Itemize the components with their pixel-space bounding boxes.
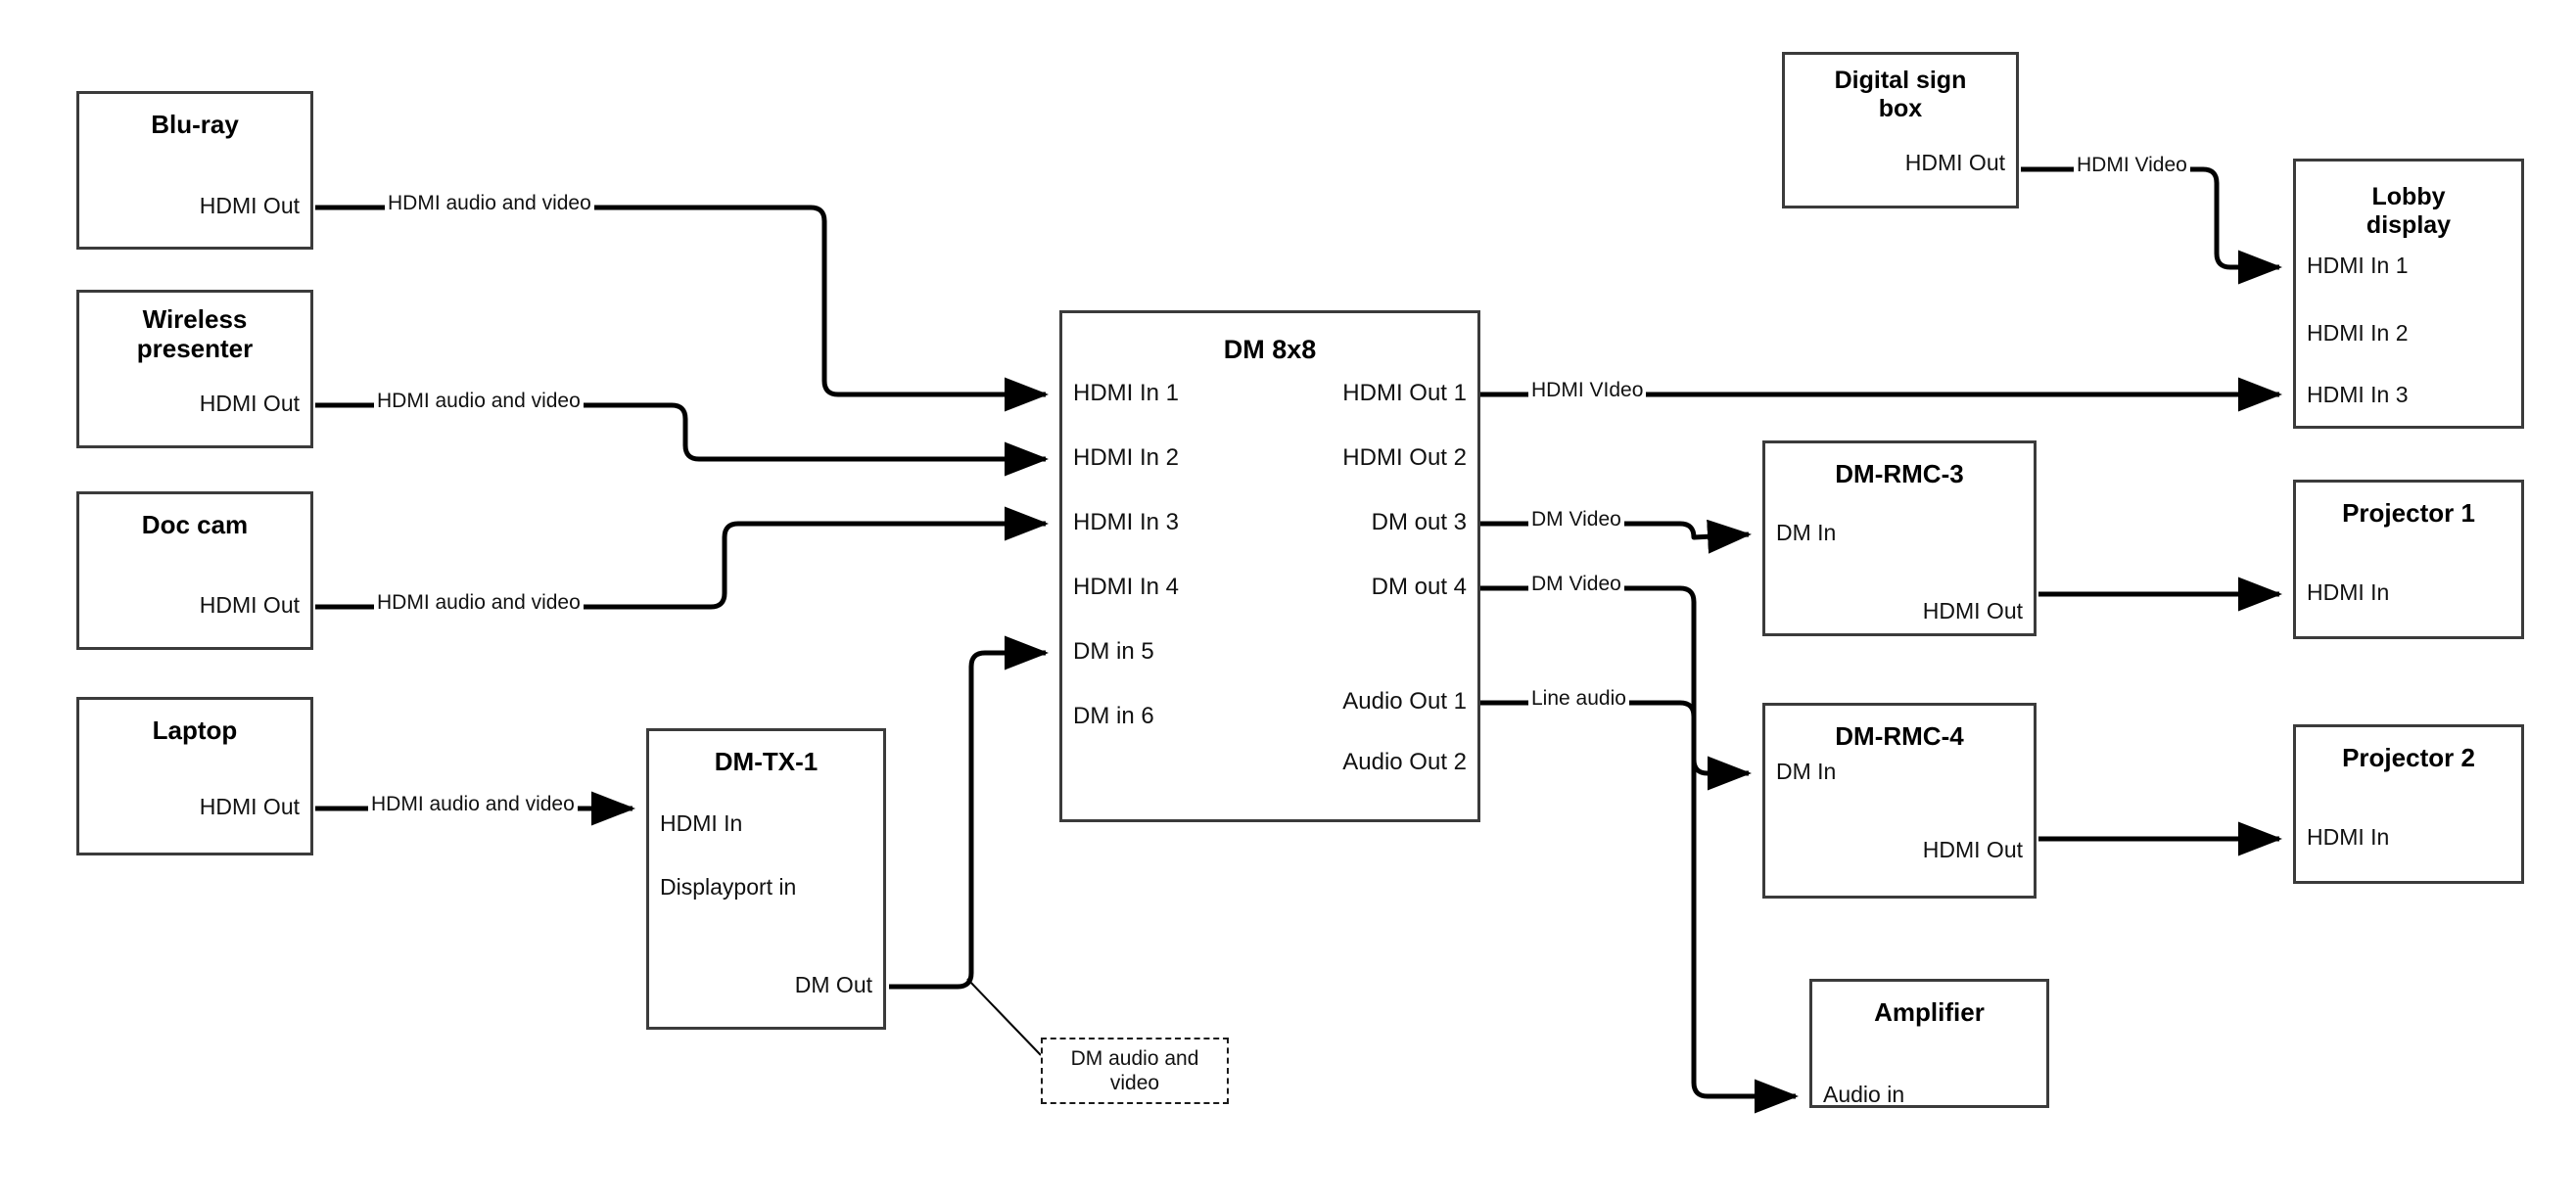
node-title-doccam: Doc cam: [141, 510, 249, 539]
node-title-proj1: Projector 1: [2342, 498, 2475, 528]
port-dm8x8-hdmi-in-4[interactable]: HDMI In 4: [1073, 573, 1180, 600]
port-dm8x8-audio-out-1[interactable]: Audio Out 1: [1342, 687, 1467, 715]
node-wireless[interactable]: Wireless presenter: [76, 290, 313, 448]
node-dmtx1[interactable]: DM-TX-1: [646, 728, 886, 1030]
port-doccam-hdmi-out[interactable]: HDMI Out: [199, 592, 300, 619]
port-dm8x8-dm-out-4[interactable]: DM out 4: [1371, 573, 1467, 600]
node-title-laptop: Laptop: [152, 716, 238, 745]
node-title-lobby: Lobby display: [2365, 183, 2452, 239]
node-signbox[interactable]: Digital sign box: [1782, 52, 2019, 208]
port-dm8x8-dm-in-5[interactable]: DM in 5: [1073, 637, 1154, 665]
port-rmc4-hdmi-out[interactable]: HDMI Out: [1922, 837, 2023, 863]
port-lobby-hdmi-in-3[interactable]: HDMI In 3: [2307, 382, 2409, 408]
port-dm8x8-dm-out-3[interactable]: DM out 3: [1371, 508, 1467, 535]
node-title-proj2: Projector 2: [2342, 743, 2475, 772]
annotation-text-dm-audio-video-note: DM audio and video: [1070, 1046, 1199, 1094]
edge-label-laptop-to-dmtx1: HDMI audio and video: [368, 793, 578, 814]
port-dm8x8-hdmi-in-1[interactable]: HDMI In 1: [1073, 379, 1180, 406]
node-title-bluray: Blu-ray: [151, 110, 239, 139]
node-rmc4[interactable]: DM-RMC-4: [1762, 703, 2037, 899]
node-amp[interactable]: Amplifier: [1809, 979, 2049, 1108]
node-title-rmc3: DM-RMC-3: [1835, 459, 1964, 488]
port-signbox-hdmi-out[interactable]: HDMI Out: [1904, 150, 2005, 176]
node-rmc3[interactable]: DM-RMC-3: [1762, 440, 2037, 636]
port-dm8x8-hdmi-in-2[interactable]: HDMI In 2: [1073, 443, 1180, 471]
wire-signbox-to-lobby1: [2021, 166, 2283, 285]
port-lobby-hdmi-in-1[interactable]: HDMI In 1: [2307, 253, 2409, 279]
port-dmtx1-dm-out[interactable]: DM Out: [794, 972, 872, 998]
wire-bluray-to-in1: [315, 205, 1050, 412]
node-title-dmtx1: DM-TX-1: [714, 747, 819, 776]
node-title-wireless: Wireless presenter: [136, 304, 254, 364]
wire-dmtx1-to-in5: [889, 635, 1050, 990]
port-dm8x8-hdmi-in-3[interactable]: HDMI In 3: [1073, 508, 1180, 535]
port-dmtx1-hdmi-in[interactable]: HDMI In: [660, 810, 743, 837]
node-dm8x8[interactable]: DM 8x8: [1059, 310, 1480, 822]
node-proj2[interactable]: Projector 2: [2293, 724, 2524, 884]
edge-label-audio1-to-amp: Line audio: [1528, 687, 1629, 709]
port-lobby-hdmi-in-2[interactable]: HDMI In 2: [2307, 320, 2409, 346]
wire-out3-to-rmc3: [1480, 519, 1752, 554]
annotation-dm-audio-video-note: DM audio and video: [1041, 1038, 1229, 1104]
node-title-signbox: Digital sign box: [1834, 67, 1967, 122]
edge-label-bluray-to-in1: HDMI audio and video: [385, 192, 594, 213]
wire-wireless-to-in2: [315, 402, 1050, 477]
port-dm8x8-hdmi-out-1[interactable]: HDMI Out 1: [1342, 379, 1467, 406]
port-rmc3-dm-in[interactable]: DM In: [1776, 520, 1837, 546]
edge-label-signbox-to-lobby1: HDMI Video: [2074, 154, 2190, 175]
node-bluray[interactable]: Blu-ray: [76, 91, 313, 250]
node-title-amp: Amplifier: [1874, 997, 1985, 1027]
edge-label-out3-to-rmc3: DM Video: [1528, 508, 1624, 530]
edge-label-doccam-to-in3: HDMI audio and video: [374, 591, 584, 613]
port-rmc4-dm-in[interactable]: DM In: [1776, 759, 1837, 785]
wire-note-leader: [966, 978, 1042, 1056]
node-title-rmc4: DM-RMC-4: [1835, 721, 1964, 751]
port-amp-audio-in[interactable]: Audio in: [1823, 1082, 1905, 1108]
port-dm8x8-dm-in-6[interactable]: DM in 6: [1073, 702, 1154, 729]
port-dm8x8-audio-out-2[interactable]: Audio Out 2: [1342, 748, 1467, 775]
port-wireless-hdmi-out[interactable]: HDMI Out: [199, 391, 300, 417]
port-rmc3-hdmi-out[interactable]: HDMI Out: [1922, 598, 2023, 624]
port-bluray-hdmi-out[interactable]: HDMI Out: [199, 193, 300, 219]
wire-out4-to-rmc4: [1480, 585, 1753, 791]
wire-doccam-to-in3: [315, 506, 1050, 610]
node-title-dm8x8: DM 8x8: [1223, 335, 1317, 364]
node-lobby[interactable]: Lobby display: [2293, 159, 2524, 429]
port-dm8x8-hdmi-out-2[interactable]: HDMI Out 2: [1342, 443, 1467, 471]
node-proj1[interactable]: Projector 1: [2293, 480, 2524, 639]
edge-label-out1-to-lobby3: HDMI VIdeo: [1528, 379, 1647, 400]
port-laptop-hdmi-out[interactable]: HDMI Out: [199, 794, 300, 820]
edge-label-wireless-to-in2: HDMI audio and video: [374, 390, 584, 411]
port-proj1-hdmi-in[interactable]: HDMI In: [2307, 579, 2390, 606]
port-proj2-hdmi-in[interactable]: HDMI In: [2307, 824, 2390, 851]
wire-audio1-to-amp: [1480, 700, 1800, 1114]
node-laptop[interactable]: Laptop: [76, 697, 313, 855]
node-doccam[interactable]: Doc cam: [76, 491, 313, 650]
edge-label-out4-to-rmc4: DM Video: [1528, 573, 1624, 594]
port-dmtx1-displayport-in[interactable]: Displayport in: [660, 874, 797, 901]
